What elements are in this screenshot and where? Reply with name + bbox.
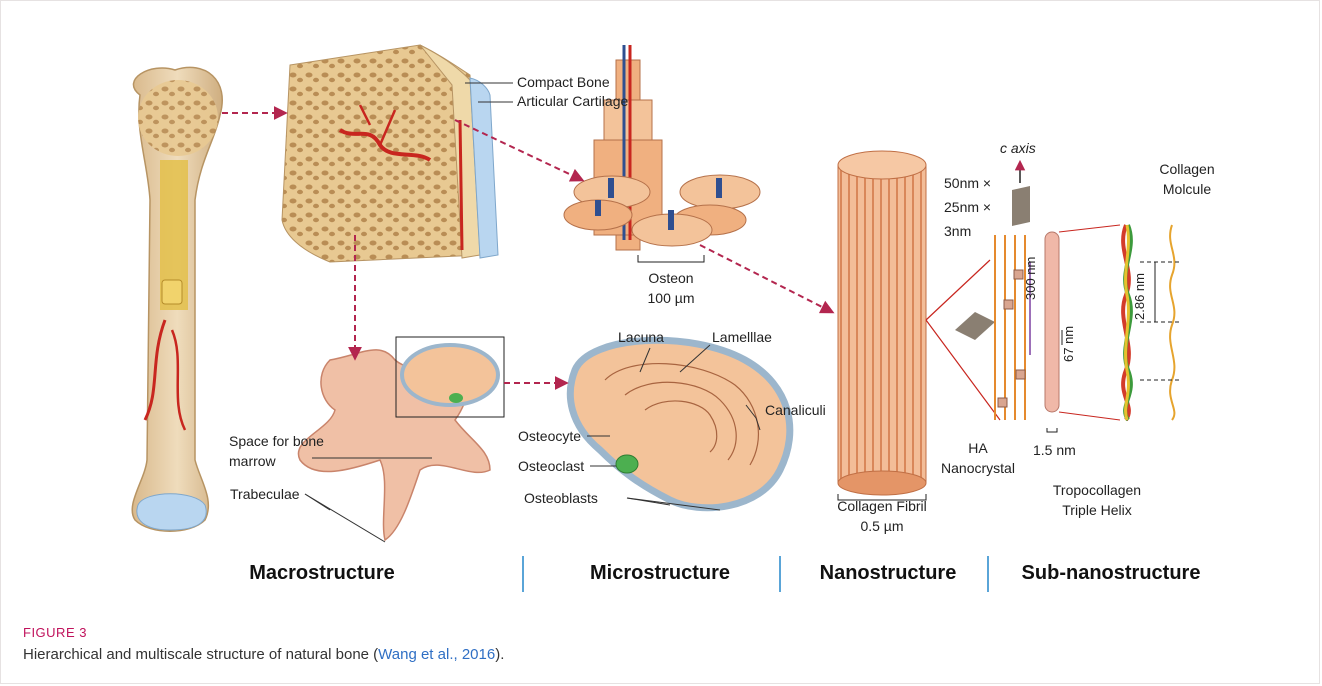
section-divider xyxy=(987,556,989,592)
crystal-dim-2: 25nm × xyxy=(944,199,991,216)
pitch-286-label: 2.86 nm xyxy=(1131,273,1148,320)
section-macrostructure: Macrostructure xyxy=(249,562,395,585)
section-nanostructure: Nanostructure xyxy=(820,562,957,585)
compact-bone-block xyxy=(282,45,498,262)
collagen-molecule-label-2: Molcule xyxy=(1163,181,1211,198)
bone-hierarchy-figure: Compact Bone Articular Cartilage Osteon … xyxy=(0,0,1322,610)
caption-text-end: ). xyxy=(495,646,504,663)
osteoblasts-label: Osteoblasts xyxy=(524,490,598,507)
caption-text: Hierarchical and multiscale structure of… xyxy=(23,646,378,663)
crystal-dim-1: 50nm × xyxy=(944,175,991,192)
osteon-cross-section xyxy=(570,340,790,507)
osteon-size-label: 100 µm xyxy=(648,290,695,307)
ha-label-1: HA xyxy=(968,440,987,457)
trabeculae-label: Trabeculae xyxy=(230,486,300,503)
figure-number: FIGURE 3 xyxy=(23,625,87,640)
compact-bone-label: Compact Bone xyxy=(517,74,610,91)
space-for-marrow-label-2: marrow xyxy=(229,453,276,470)
osteon-scale-bracket xyxy=(638,255,704,262)
ha-label-2: Nanocrystal xyxy=(941,460,1015,477)
section-sub-nanostructure: Sub-nanostructure xyxy=(1022,562,1201,585)
lamellae-label: Lamelllae xyxy=(712,329,772,346)
collagen-fibril xyxy=(838,151,926,495)
osteon-label: Osteon xyxy=(648,270,693,287)
fibril-size-label: 0.5 µm xyxy=(860,518,903,535)
c-axis-label: c axis xyxy=(1000,140,1036,157)
crystal-dim-3: 3nm xyxy=(944,223,971,240)
tropocollagen-label-1: Tropocollagen xyxy=(1053,482,1141,499)
section-divider xyxy=(779,556,781,592)
osteocyte-label: Osteocyte xyxy=(518,428,581,445)
gap-300-label: 300 nm xyxy=(1022,257,1039,300)
section-microstructure: Microstructure xyxy=(590,562,730,585)
tropocollagen-label-2: Triple Helix xyxy=(1062,502,1132,519)
lacuna-label: Lacuna xyxy=(618,329,664,346)
width-15-label: 1.5 nm xyxy=(1033,442,1076,459)
collagen-fibril-label: Collagen Fibril xyxy=(837,498,926,515)
gap-67-label: 67 nm xyxy=(1060,326,1077,362)
figure-caption: Hierarchical and multiscale structure of… xyxy=(23,646,504,663)
canaliculi-label: Canaliculi xyxy=(765,402,826,419)
osteoclast-label: Osteoclast xyxy=(518,458,584,475)
long-bone xyxy=(132,67,222,531)
collagen-molecule-label-1: Collagen xyxy=(1159,161,1214,178)
articular-cartilage-label: Articular Cartilage xyxy=(517,93,628,110)
section-divider xyxy=(522,556,524,592)
caption-citation-link[interactable]: Wang et al., 2016 xyxy=(378,646,495,663)
triple-helix xyxy=(1059,225,1180,420)
space-for-marrow-label-1: Space for bone xyxy=(229,433,324,450)
